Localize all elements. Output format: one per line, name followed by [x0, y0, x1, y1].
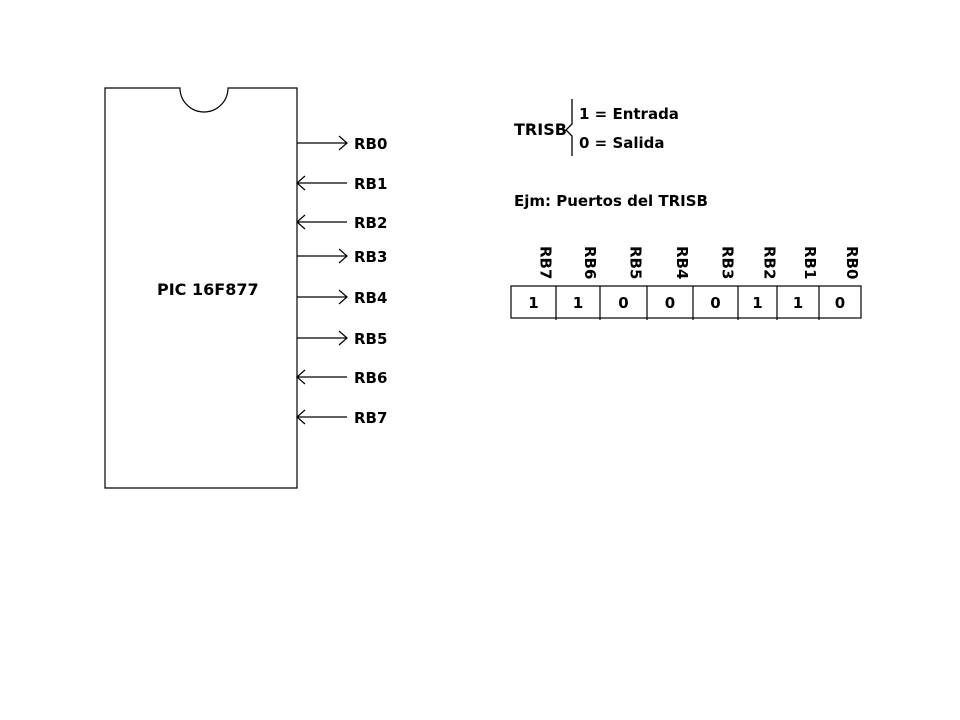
trisb-label: TRISB — [514, 120, 567, 139]
pin-rb6: RB6 — [296, 369, 387, 387]
table-header-rb6: RB6 — [581, 246, 599, 279]
pin-rb0: RB0 — [297, 135, 387, 153]
table-header-rb5: RB5 — [627, 246, 645, 279]
pin-rb1: RB1 — [296, 175, 387, 193]
table-cell-rb4: 0 — [665, 294, 675, 312]
table-border — [510, 285, 862, 319]
trisb-brace — [565, 99, 573, 156]
pin-rb3: RB3 — [297, 248, 387, 266]
table-header-rb2: RB2 — [761, 246, 779, 279]
table-cell-rb5: 0 — [618, 294, 628, 312]
table-header-rb0: RB0 — [843, 246, 861, 279]
pin-rb7: RB7 — [296, 409, 387, 427]
chip-label: PIC 16F877 — [157, 280, 259, 299]
pin-label: RB2 — [354, 214, 387, 232]
arrow-left-icon — [296, 369, 306, 385]
pin-label: RB1 — [354, 175, 387, 193]
arrow-right-icon — [338, 248, 348, 264]
example-title: Ejm: Puertos del TRISB — [514, 192, 708, 210]
arrow-right-icon — [338, 289, 348, 305]
pin-label: RB5 — [354, 330, 387, 348]
arrow-left-icon — [296, 214, 306, 230]
trisb-rule-output: 0 = Salida — [579, 134, 665, 152]
table-cell-rb7: 1 — [528, 294, 538, 312]
trisb-example-table: RB7 RB6 RB5 RB4 RB3 RB2 RB1 RB0 1 1 0 0 0 1 1 0 — [510, 246, 862, 320]
pin-rb2: RB2 — [296, 214, 387, 232]
table-cell-rb0: 0 — [835, 294, 845, 312]
table-header-rb4: RB4 — [673, 246, 691, 279]
pin-rb5: RB5 — [297, 330, 387, 348]
table-header-rb7: RB7 — [537, 246, 555, 279]
pin-label: RB0 — [354, 135, 387, 153]
arrow-right-icon — [338, 330, 348, 346]
arrow-right-icon — [338, 135, 348, 151]
trisb-rule-input: 1 = Entrada — [579, 105, 679, 123]
chip-body — [104, 87, 298, 489]
pin-label: RB3 — [354, 248, 387, 266]
arrow-left-icon — [296, 409, 306, 425]
table-header-rb1: RB1 — [801, 246, 819, 279]
pin-label: RB6 — [354, 369, 387, 387]
table-cell-rb3: 0 — [710, 294, 720, 312]
pin-label: RB4 — [354, 289, 387, 307]
table-cell-rb2: 1 — [752, 294, 762, 312]
table-cell-rb1: 1 — [793, 294, 803, 312]
table-cell-rb6: 1 — [573, 294, 583, 312]
pin-rb4: RB4 — [297, 289, 387, 307]
arrow-left-icon — [296, 175, 306, 191]
pin-label: RB7 — [354, 409, 387, 427]
table-header-rb3: RB3 — [719, 246, 737, 279]
